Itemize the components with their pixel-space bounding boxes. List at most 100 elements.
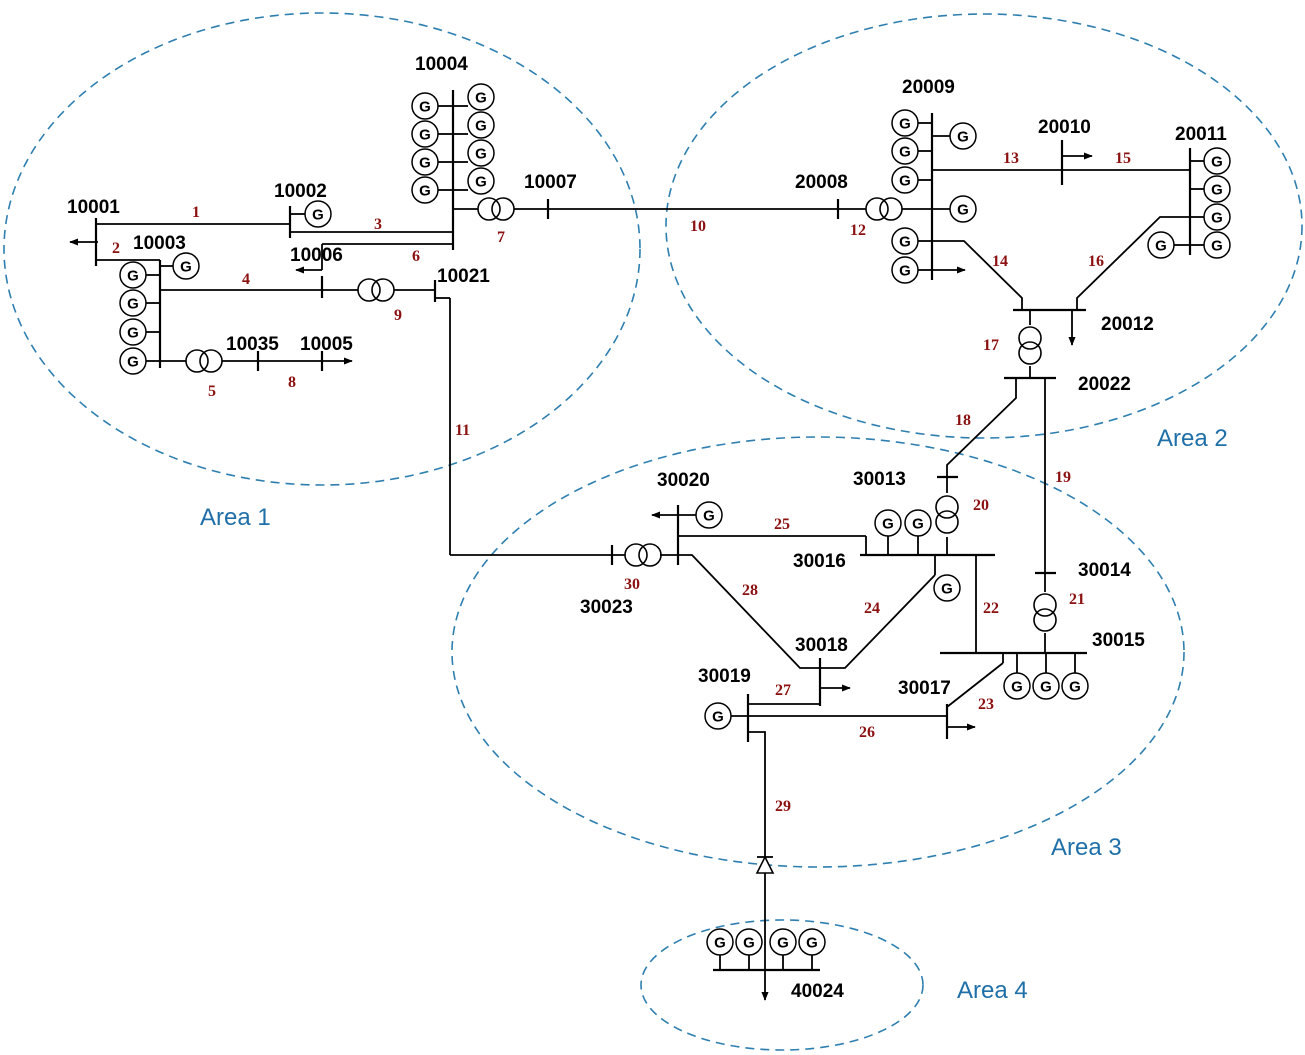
area-2-boundary — [665, 13, 1303, 439]
branch-label-2: 2 — [112, 240, 120, 257]
bus-label-10035: 10035 — [226, 334, 279, 355]
area-label-4: Area 4 — [957, 977, 1028, 1004]
branch-label-27: 27 — [775, 682, 791, 699]
generator-icon: G — [119, 261, 147, 289]
branch-label-14: 14 — [992, 253, 1008, 270]
generator-icon: G — [1003, 672, 1031, 700]
branch-label-26: 26 — [859, 724, 875, 741]
generator-icon: G — [891, 166, 919, 194]
svg-text:G: G — [899, 116, 911, 133]
area-4-boundary — [640, 919, 924, 1051]
bus-label-20008: 20008 — [795, 172, 848, 193]
branch-label-6: 6 — [412, 248, 420, 265]
bus-label-20010: 20010 — [1038, 117, 1091, 138]
area-1-boundary — [3, 12, 641, 486]
svg-text:G: G — [180, 259, 192, 276]
area-labels: Area 1 Area 2 Area 3 Area 4 — [200, 425, 1228, 1004]
svg-text:G: G — [899, 263, 911, 280]
svg-text:G: G — [899, 144, 911, 161]
svg-text:G: G — [714, 935, 726, 952]
generator-icon: G — [735, 928, 763, 956]
branch-label-18: 18 — [955, 412, 971, 429]
generator-icon: G — [467, 139, 495, 167]
svg-text:G: G — [475, 174, 487, 191]
svg-text:G: G — [419, 99, 431, 116]
generator-icon: G — [695, 501, 723, 529]
branch-label-16: 16 — [1088, 253, 1104, 270]
area-boundaries — [3, 12, 1303, 1051]
branch-label-25: 25 — [774, 516, 790, 533]
transformer-5 — [185, 349, 223, 373]
area-label-1: Area 1 — [200, 504, 271, 531]
generator-icon: G — [1203, 231, 1231, 259]
generator-icon: G — [891, 256, 919, 284]
area-label-2: Area 2 — [1157, 425, 1228, 452]
generator-icon: G — [891, 137, 919, 165]
bus-label-10002: 10002 — [274, 181, 327, 202]
generator-icon: G — [1147, 231, 1175, 259]
generator-icon: G — [411, 176, 439, 204]
svg-text:G: G — [1040, 679, 1052, 696]
bus-label-30015: 30015 — [1092, 630, 1145, 651]
generator-icon: G — [933, 574, 961, 602]
generator-icon: G — [1203, 175, 1231, 203]
svg-text:G: G — [475, 118, 487, 135]
generator-icon: G — [119, 347, 147, 375]
svg-text:G: G — [957, 129, 969, 146]
transformer-17 — [1018, 326, 1042, 365]
svg-text:G: G — [419, 127, 431, 144]
svg-text:G: G — [1069, 679, 1081, 696]
branch-label-8: 8 — [288, 374, 296, 391]
generator-icon: G — [172, 252, 200, 280]
generator-icon: G — [891, 227, 919, 255]
branch-labels: 1 2 3 4 5 6 7 8 9 10 11 12 13 14 15 16 1… — [112, 150, 1131, 815]
svg-text:G: G — [703, 508, 715, 525]
transformer-12 — [865, 197, 903, 221]
generator-icon: G — [467, 83, 495, 111]
generator-icon: G — [949, 122, 977, 150]
svg-text:G: G — [419, 183, 431, 200]
bus-label-30023: 30023 — [580, 597, 633, 618]
transformer-7 — [477, 197, 515, 221]
generator-icon: G — [304, 200, 332, 228]
transformers — [185, 197, 1057, 632]
svg-text:G: G — [777, 935, 789, 952]
bus-label-10001: 10001 — [67, 197, 120, 218]
generator-icon: G — [798, 928, 826, 956]
bus-label-20009: 20009 — [902, 77, 955, 98]
bus-label-30019: 30019 — [698, 666, 751, 687]
bus-label-10004: 10004 — [415, 54, 468, 75]
branch-label-22: 22 — [983, 600, 999, 617]
bus-label-20022: 20022 — [1078, 374, 1131, 395]
branch-label-3: 3 — [374, 216, 382, 233]
branch-label-19: 19 — [1055, 469, 1071, 486]
branch-label-28: 28 — [742, 582, 758, 599]
svg-text:G: G — [127, 268, 139, 285]
svg-text:G: G — [1211, 182, 1223, 199]
bus-label-10003: 10003 — [133, 233, 186, 254]
svg-text:G: G — [1211, 210, 1223, 227]
branch-label-23: 23 — [978, 696, 994, 713]
generator-icon: G — [904, 509, 932, 537]
branch-label-13: 13 — [1003, 150, 1019, 167]
bus-label-30016: 30016 — [793, 551, 846, 572]
generator-icon: G — [411, 148, 439, 176]
generator-icon: G — [467, 167, 495, 195]
transformer-9 — [357, 278, 395, 302]
svg-text:G: G — [806, 935, 818, 952]
generators: G G G G G G G G G G G G G G G G G G G G … — [119, 83, 1231, 956]
branch-label-17: 17 — [983, 337, 999, 354]
generator-icon: G — [891, 109, 919, 137]
bus-label-30014: 30014 — [1078, 560, 1131, 581]
svg-text:G: G — [957, 202, 969, 219]
branch-label-20: 20 — [973, 497, 989, 514]
branch-label-30: 30 — [624, 576, 640, 593]
bus-label-30018: 30018 — [795, 635, 848, 656]
generator-icon: G — [119, 318, 147, 346]
branch-label-11: 11 — [455, 422, 470, 439]
svg-text:G: G — [419, 155, 431, 172]
svg-text:G: G — [882, 516, 894, 533]
bus-label-30017: 30017 — [898, 678, 951, 699]
bus-label-20011: 20011 — [1175, 124, 1227, 145]
